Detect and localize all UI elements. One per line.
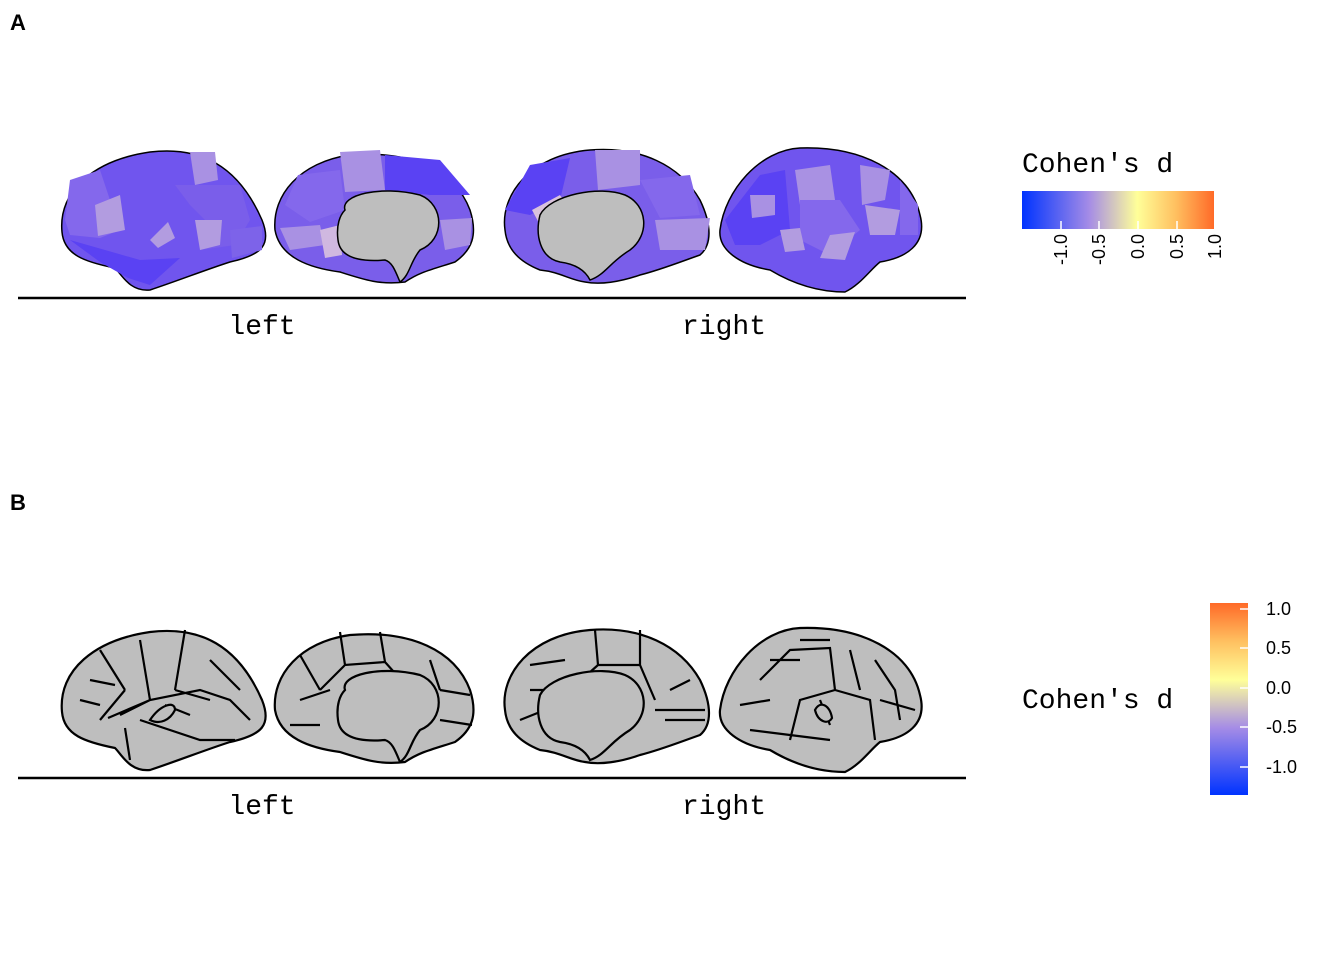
panel-a-hemi-left-label: left [228, 312, 295, 343]
left-medial-outline [273, 631, 475, 764]
right-medial-outline [503, 628, 711, 765]
colorbar-tick-label: 1.0 [1266, 599, 1291, 619]
panel-b-colorbar-ticks: 1.0 0.5 0.0 -0.5 -1.0 [1240, 599, 1297, 777]
panel-b-label: B [10, 490, 26, 515]
panel-a-colorbar [1022, 191, 1214, 229]
colorbar-tick-label: 0.5 [1266, 638, 1291, 658]
left-lateral-hemisphere [61, 150, 267, 291]
left-lateral-outline [60, 629, 267, 772]
right-lateral-outline [718, 626, 923, 774]
right-lateral-hemisphere [719, 147, 923, 293]
panel-a-label: A [10, 10, 26, 35]
colorbar-tick-label: 1.0 [1205, 234, 1225, 259]
colorbar-tick-label: 0.0 [1128, 234, 1148, 259]
panel-b-hemi-left-label: left [228, 792, 295, 823]
left-medial-hemisphere [274, 150, 475, 284]
colorbar-tick-label: 0.0 [1266, 678, 1291, 698]
colorbar-tick-label: -1.0 [1051, 234, 1071, 265]
panel-a-hemi-right-label: right [682, 312, 766, 343]
panel-a-legend: Cohen's d -1.0 -0.5 0.0 0.5 1.0 [1022, 150, 1225, 265]
panel-b-legend: Cohen's d 1.0 0.5 0.0 -0.5 -1.0 [1022, 599, 1297, 795]
panel-b-legend-title: Cohen's d [1022, 686, 1173, 717]
colorbar-tick-label: -1.0 [1266, 757, 1297, 777]
colorbar-tick-label: -0.5 [1266, 717, 1297, 737]
panel-b-brains [60, 626, 923, 774]
colorbar-tick-label: -0.5 [1089, 234, 1109, 265]
panel-a-colorbar-ticks: -1.0 -0.5 0.0 0.5 1.0 [1051, 221, 1225, 265]
panel-a-legend-title: Cohen's d [1022, 150, 1173, 181]
colorbar-tick-label: 0.5 [1167, 234, 1187, 259]
panel-b-colorbar [1210, 603, 1248, 795]
right-medial-hemisphere [503, 148, 710, 284]
panel-b-hemi-right-label: right [682, 792, 766, 823]
panel-a-brains [61, 147, 923, 293]
